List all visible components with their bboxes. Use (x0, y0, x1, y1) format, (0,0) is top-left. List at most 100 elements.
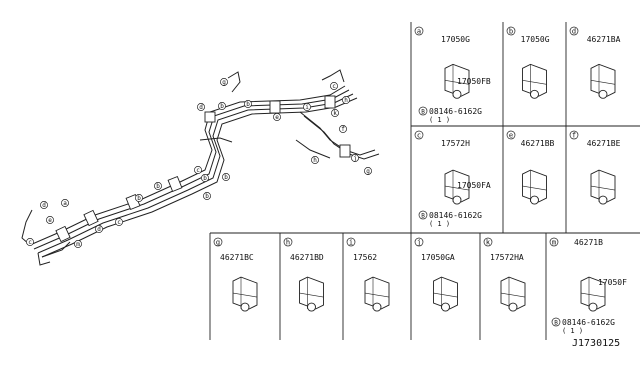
cell-letter: k (486, 239, 491, 247)
callout-b: b (135, 194, 143, 202)
cell-letter: d (572, 28, 576, 36)
callout-b: b (222, 173, 230, 181)
callout-m: m (74, 240, 82, 248)
svg-text:e: e (275, 114, 279, 121)
diagram-code: J1730125 (572, 338, 620, 349)
bolt-symbol (418, 106, 428, 116)
svg-text:i: i (305, 104, 309, 111)
svg-text:f: f (341, 126, 345, 133)
clip-part-drawing (232, 276, 258, 312)
svg-text:b: b (156, 183, 160, 190)
part-number: 17562 (353, 253, 377, 262)
svg-text:h: h (313, 157, 317, 164)
part-number: 17572HA (490, 253, 524, 262)
svg-text:d: d (199, 104, 203, 111)
bolt-part-number: 08146-6162G (429, 211, 482, 220)
bolt-prefix: B (421, 213, 425, 220)
cell-letter-circle (213, 237, 223, 247)
part-number: 17050FB (457, 77, 491, 86)
cell-letter-circle (549, 237, 559, 247)
callout-h: h (311, 156, 319, 164)
clip-part-drawing (522, 63, 547, 99)
callout-b: b (201, 174, 209, 182)
bolt-prefix: B (554, 320, 558, 327)
svg-text:c: c (117, 219, 121, 226)
part-number: 46271BE (587, 139, 621, 148)
cell-letter-circle (506, 26, 516, 36)
callout-b: b (244, 100, 252, 108)
cell-letter: j (417, 239, 421, 247)
svg-text:b: b (205, 193, 209, 200)
cell-f: f 46271BE (569, 130, 621, 205)
clip-part-drawing (580, 276, 606, 312)
cell-letter: a (417, 28, 421, 36)
callout-g: g (364, 167, 372, 175)
svg-text:m: m (76, 241, 80, 248)
callout-e: e (273, 113, 281, 121)
parts-grid (209, 22, 640, 340)
cell-letter-circle (506, 130, 516, 140)
callout-c: c (330, 82, 338, 90)
cell-letter-circle (569, 130, 579, 140)
cell-letter-circle (414, 237, 424, 247)
callout-f: f (339, 125, 347, 133)
callout-b: b (203, 192, 211, 200)
callout-a: a (61, 199, 69, 207)
clip-part-drawing (444, 63, 470, 99)
cell-letter: g (216, 239, 220, 247)
cell-letter: h (286, 239, 290, 247)
callout-d: d (95, 225, 103, 233)
part-number: 46271BA (587, 35, 621, 44)
cell-d: d 46271BA (569, 26, 621, 99)
callout-i: i (303, 103, 311, 111)
clip-part-drawing (433, 276, 458, 312)
svg-text:g: g (222, 79, 226, 86)
svg-text:b: b (246, 101, 250, 108)
callout-j: j (351, 154, 359, 162)
svg-text:j: j (353, 155, 357, 162)
callout-k: k (331, 109, 339, 117)
clip-part-drawing (522, 169, 547, 205)
part-number: 46271BC (220, 253, 254, 262)
svg-text:c: c (28, 239, 32, 246)
callout-c: c (26, 238, 34, 246)
bolt-symbol (551, 317, 561, 327)
callout-b: b (218, 102, 226, 110)
part-number: 17050G (521, 35, 550, 44)
bolt-prefix: B (421, 109, 425, 116)
cell-letter-circle (414, 130, 424, 140)
part-number: 46271BD (290, 253, 324, 262)
callout-d: d (197, 103, 205, 111)
svg-text:c: c (332, 83, 336, 90)
callout-g: g (220, 78, 228, 86)
clip-part-drawing (364, 276, 390, 312)
clip-part-drawing (444, 169, 470, 205)
svg-text:d: d (42, 202, 46, 209)
cell-letter-circle (414, 26, 424, 36)
part-number: 46271BB (521, 139, 555, 148)
clip-part-drawing (500, 276, 526, 312)
svg-text:d: d (97, 226, 101, 233)
bolt-part-number: 08146-6162G (429, 107, 482, 116)
cell-letter-circle (569, 26, 579, 36)
part-number: 17050GA (421, 253, 455, 262)
svg-text:b: b (220, 103, 224, 110)
cell-letter: b (509, 28, 513, 36)
cell-letter: f (572, 132, 576, 140)
bolt-quantity: ( 1 ) (429, 220, 450, 228)
svg-text:e: e (48, 217, 52, 224)
cell-letter: c (417, 132, 421, 140)
svg-text:k: k (333, 110, 337, 117)
svg-text:c: c (196, 167, 200, 174)
bolt-part-number: 08146-6162G (562, 318, 615, 327)
part-number: 46271B (574, 238, 603, 247)
svg-text:h: h (344, 97, 348, 104)
